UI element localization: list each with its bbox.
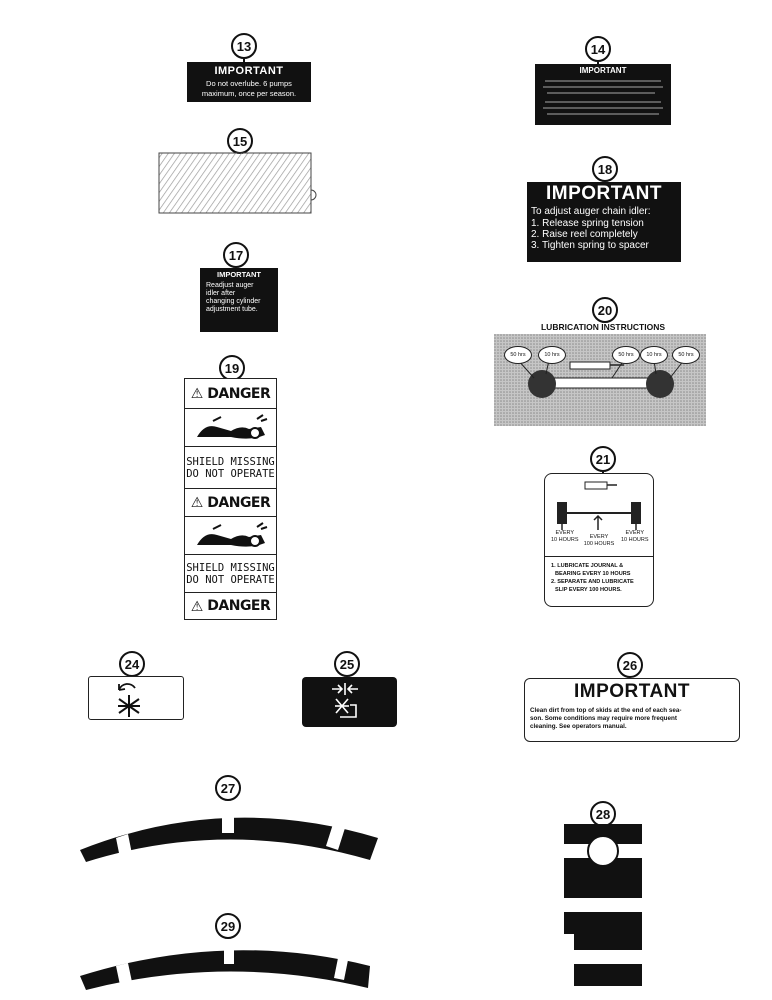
callout-18: 18 [592, 156, 618, 182]
callout-26: 26 [617, 652, 643, 678]
decal-19-shield-text-2: SHIELD MISSING DO NOT OPERATE [185, 555, 276, 593]
decal-19-pictogram-1 [185, 409, 276, 447]
decal-18-step1: 1. Release spring tension [531, 218, 644, 229]
decal-17-line3: changing cylinder [206, 298, 261, 305]
decal-29-curved-stripe [80, 942, 370, 990]
callout-15: 15 [227, 128, 253, 154]
leader-13 [243, 59, 245, 62]
decal-26: IMPORTANT Clean dirt from top of skids a… [524, 678, 740, 742]
decal-19-danger-top: ⚠ DANGER [185, 379, 276, 409]
decal-19-danger-label-3: DANGER [207, 598, 271, 614]
lube-bubble-3: 50 hrs [612, 346, 640, 364]
decal-19-danger-middle: ⚠ DANGER [185, 489, 276, 517]
warning-triangle-icon: ⚠ [190, 385, 204, 401]
lube-bubble-5: 50 hrs [672, 346, 700, 364]
decal-15-blank-reflector [158, 152, 317, 214]
entanglement-hazard-icon [196, 413, 267, 439]
decal-14-illegible-text [543, 80, 663, 115]
callout-21: 21 [590, 446, 616, 472]
decal-21-label-right: EVERY 10 HOURS [621, 530, 649, 543]
decal-13: IMPORTANT Do not overlube. 6 pumps maxim… [187, 62, 311, 102]
decal-26-line1: Clean dirt from top of skids at the end … [530, 707, 682, 714]
callout-14: 14 [585, 36, 611, 62]
callout-17: 17 [223, 242, 249, 268]
decal-18-heading: IMPORTANT [545, 183, 663, 204]
decal-18-intro: To adjust auger chain idler: [531, 206, 651, 217]
decal-21-line2: BEARING EVERY 10 HOURS [555, 571, 631, 577]
decal-19-danger-label-2: DANGER [207, 494, 271, 511]
decal-17-line4: adjustment tube. [206, 306, 258, 313]
decal-18-step2: 2. Raise reel completely [531, 229, 638, 240]
callout-28: 28 [590, 801, 616, 827]
callout-24: 24 [119, 651, 145, 677]
decal-17: IMPORTANT Readjust auger idler after cha… [200, 268, 278, 332]
callout-29: 29 [215, 913, 241, 939]
lube-bubble-1: 50 hrs [504, 346, 532, 364]
decal-19-shield-line1b: SHIELD MISSING [186, 561, 275, 574]
decal-17-heading: IMPORTANT [216, 270, 262, 279]
decal-20-title: LUBRICATION INSTRUCTIONS [540, 322, 666, 332]
decal-21-instructions: 1. LUBRICATE JOURNAL & BEARING EVERY 10 … [551, 562, 634, 594]
decal-21: EVERY 10 HOURS EVERY 100 HOURS EVERY 10 … [544, 473, 654, 607]
reel-adjust-icon [332, 683, 358, 718]
decal-17-line2: idler after [206, 290, 236, 297]
decal-26-heading: IMPORTANT [573, 681, 691, 702]
decal-19-danger-bottom: ⚠ DANGER [185, 593, 276, 619]
entanglement-hazard-icon [196, 521, 267, 547]
decal-27-curved-stripe [80, 810, 378, 862]
callout-20: 20 [592, 297, 618, 323]
decal-19-shield-line1a: SHIELD MISSING [186, 455, 275, 468]
decal-21-label-left: EVERY 10 HOURS [551, 530, 579, 543]
decal-21-line1: 1. LUBRICATE JOURNAL & [551, 563, 624, 569]
warning-triangle-icon: ⚠ [190, 494, 204, 510]
callout-25: 25 [334, 651, 360, 677]
decal-25 [302, 677, 397, 727]
decal-19-shield-text-1: SHIELD MISSING DO NOT OPERATE [185, 447, 276, 489]
decal-19-shield-line2a: DO NOT OPERATE [186, 467, 275, 480]
decal-20: 50 hrs 10 hrs 50 hrs 10 hrs 50 hrs [494, 334, 706, 426]
callout-13: 13 [231, 33, 257, 59]
decal-21-divider [545, 556, 653, 557]
decal-21-line3: 2. SEPARATE AND LUBRICATE [551, 579, 634, 585]
decal-19: ⚠ DANGER SHIELD MISSING DO NOT OPERATE ⚠… [184, 378, 277, 620]
lube-bubble-4: 10 hrs [640, 346, 668, 364]
decal-19-shield-line2b: DO NOT OPERATE [186, 573, 275, 586]
decal-19-pictogram-2 [185, 517, 276, 555]
decal-13-line2: maximum, once per season. [201, 89, 297, 98]
leader-14 [597, 62, 599, 64]
decal-18: IMPORTANT To adjust auger chain idler: 1… [527, 182, 681, 262]
reel-rotation-icon [118, 683, 140, 717]
lube-bubble-2: 10 hrs [538, 346, 566, 364]
callout-27: 27 [215, 775, 241, 801]
decal-14-heading: IMPORTANT [579, 66, 627, 75]
decal-18-step3: 3. Tighten spring to spacer [531, 240, 649, 251]
decal-14: IMPORTANT [535, 64, 671, 125]
decal-13-heading: IMPORTANT [214, 65, 284, 77]
warning-triangle-icon: ⚠ [190, 597, 204, 614]
decal-17-line1: Readjust auger [206, 282, 254, 289]
decal-13-line1: Do not overlube. 6 pumps [206, 79, 292, 88]
decal-28-striped-plate [564, 824, 642, 986]
decal-21-line4: SLIP EVERY 100 HOURS. [555, 587, 622, 593]
decal-21-label-mid: EVERY 100 HOURS [583, 534, 615, 547]
decal-19-danger-label-1: DANGER [207, 385, 271, 402]
decal-24 [88, 676, 184, 720]
decal-26-line3: cleaning. See operators manual. [530, 723, 627, 730]
decal-26-line2: son. Some conditions may require more fr… [530, 715, 677, 722]
driveline-lubrication-icon [557, 481, 641, 530]
